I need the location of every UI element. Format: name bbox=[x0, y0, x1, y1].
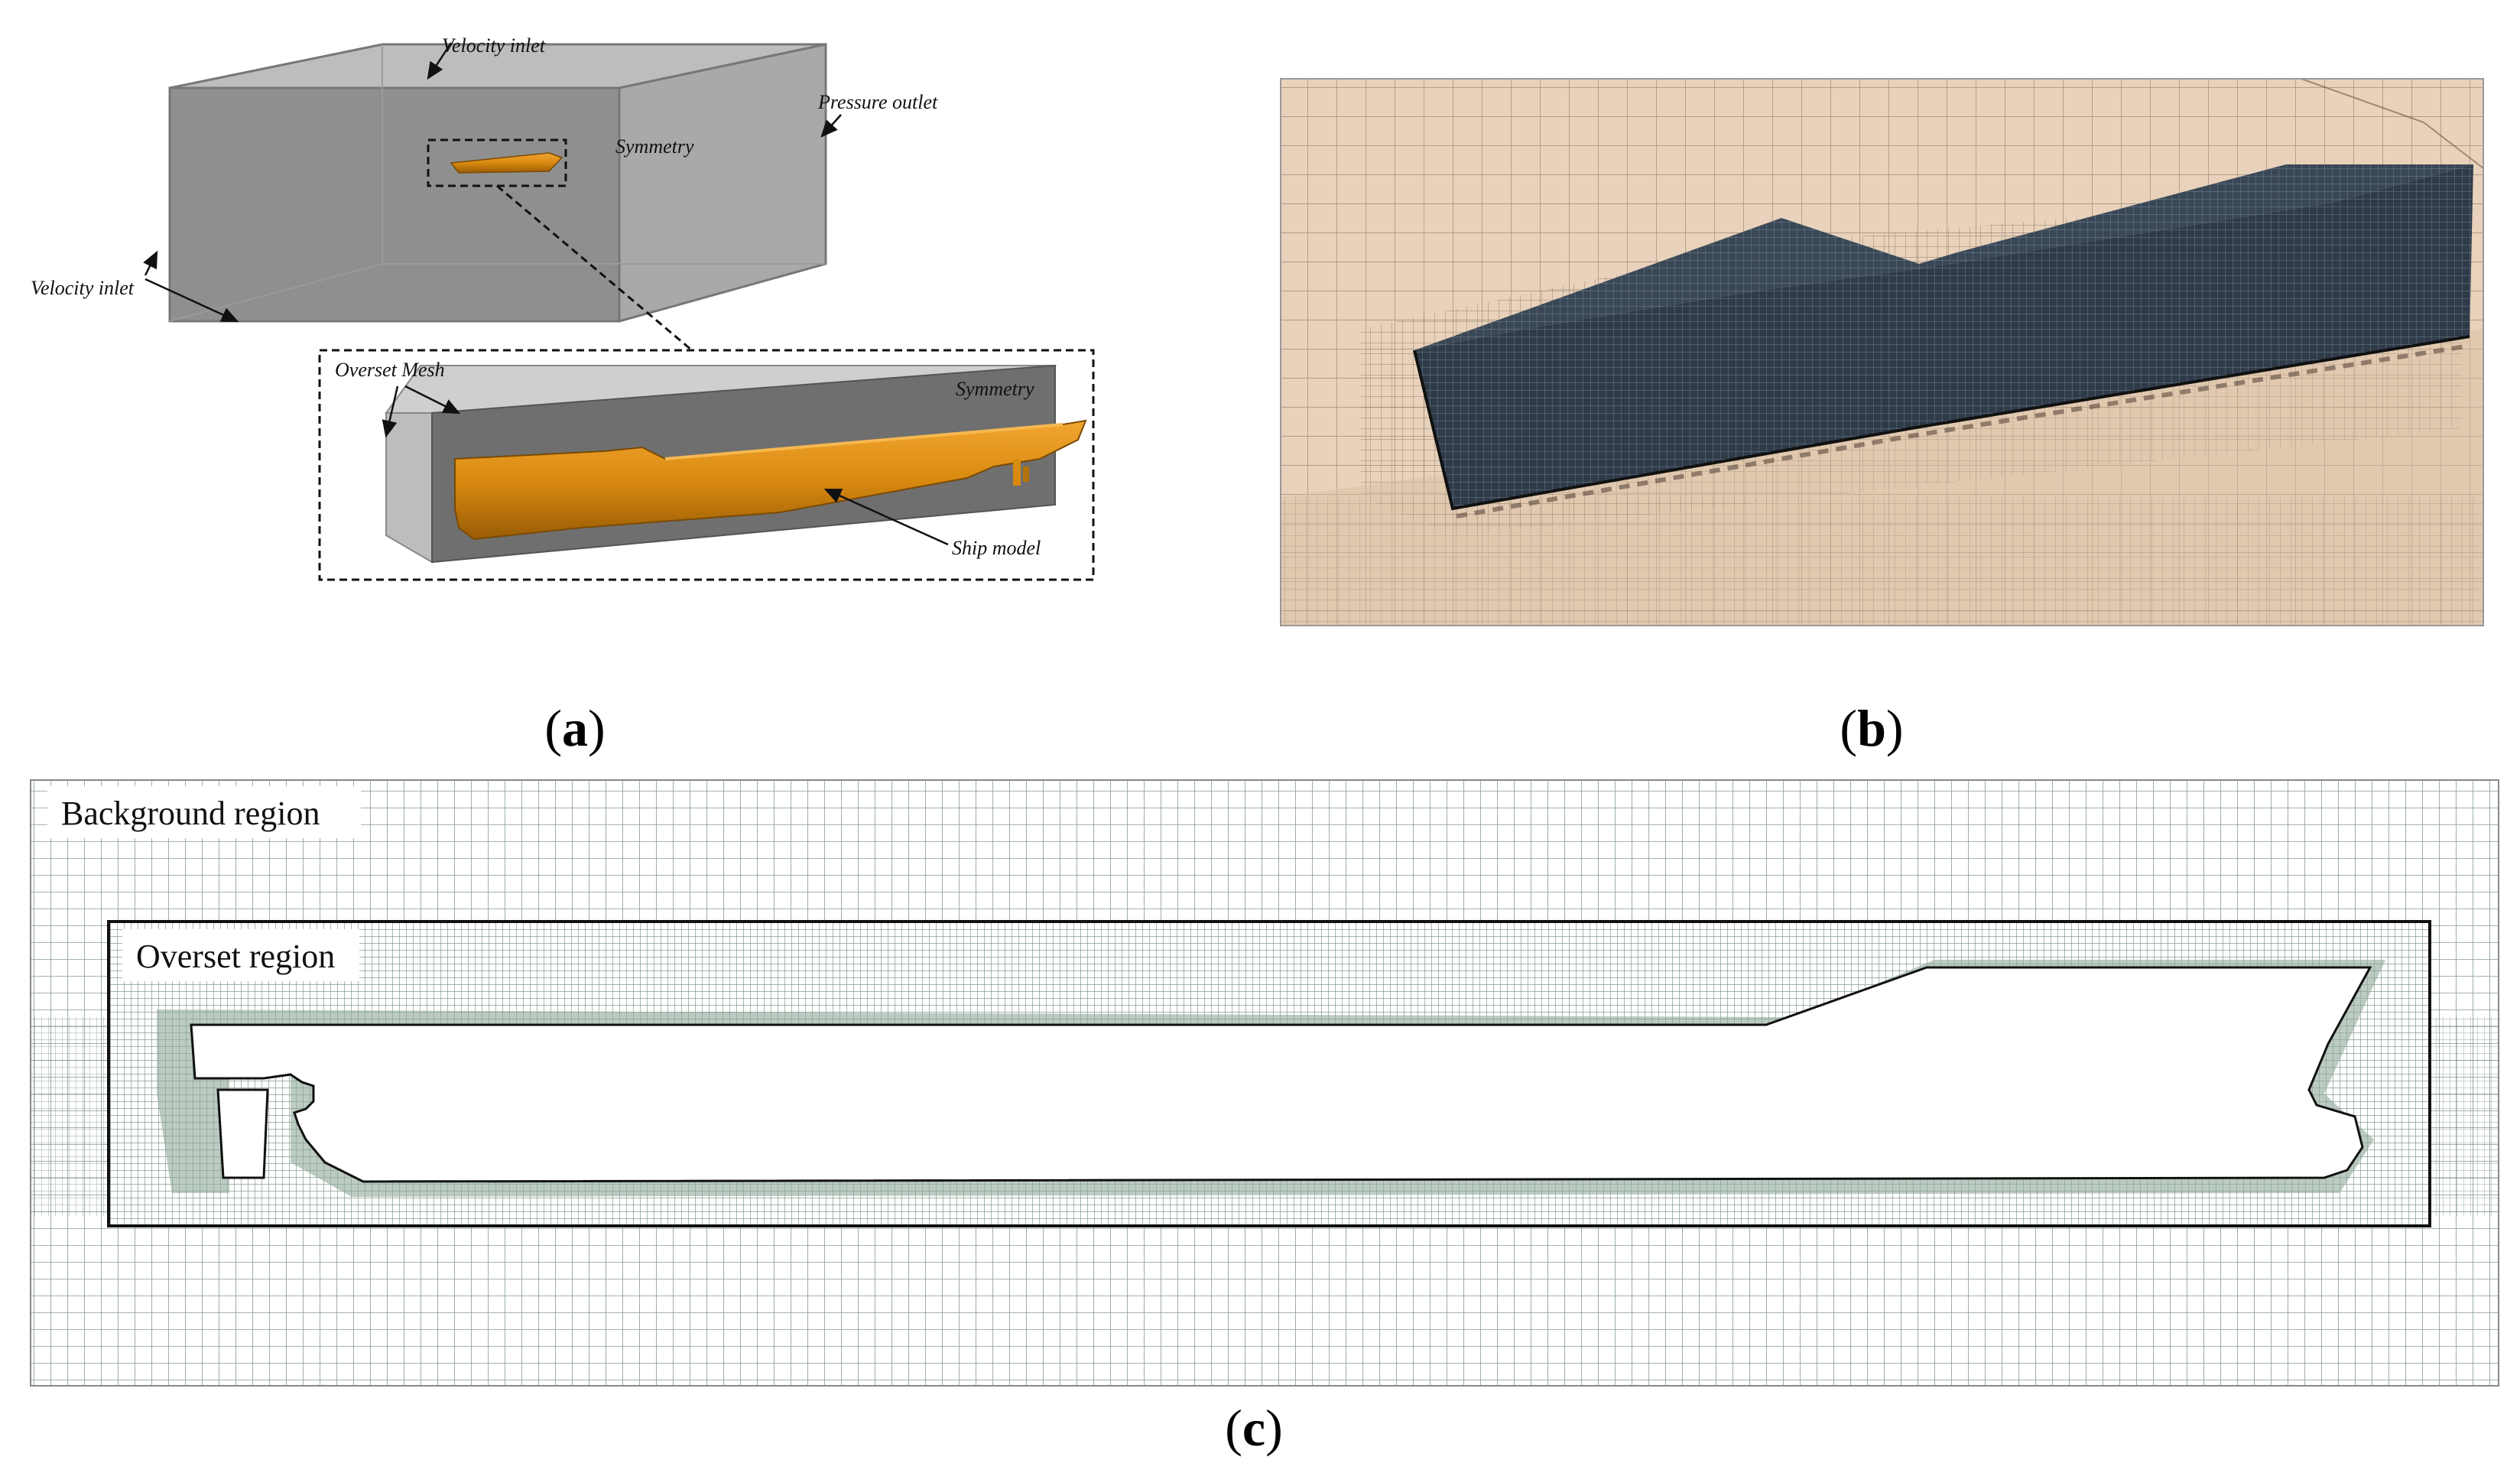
inset-rudder bbox=[1013, 459, 1021, 486]
caption-a: (a) bbox=[544, 699, 605, 757]
panel-b: (b) bbox=[1280, 78, 2484, 757]
overset-mesh-label: Overset Mesh bbox=[335, 359, 445, 381]
overset-region-boundary bbox=[107, 920, 2431, 1227]
inset-dashed-frame bbox=[318, 349, 1095, 581]
hull-silhouette bbox=[190, 966, 2372, 1183]
panel-a: Velocity inlet Pressure outlet Symmetry … bbox=[31, 34, 1095, 757]
pressure-outlet-label: Pressure outlet bbox=[817, 91, 938, 113]
small-ship-hull bbox=[450, 152, 563, 174]
rudder bbox=[216, 1088, 269, 1179]
symmetry-inset-label: Symmetry bbox=[956, 378, 1034, 400]
overset-box-left bbox=[385, 412, 433, 564]
background-region-label: Background region bbox=[61, 795, 320, 832]
caption-b: (b) bbox=[1840, 699, 1903, 757]
ship-model-label: Ship model bbox=[952, 537, 1041, 559]
velocity-inlet-top-label: Velocity inlet bbox=[442, 34, 546, 57]
velocity-inlet-left-label: Velocity inlet bbox=[31, 277, 135, 299]
domain-right-face bbox=[618, 43, 827, 323]
caption-c: (c) bbox=[1225, 1399, 1283, 1457]
domain-front-face bbox=[168, 86, 621, 323]
overset-region-label: Overset region bbox=[136, 938, 335, 975]
panel-c: Background region Overset region (c) bbox=[30, 779, 2499, 1457]
symmetry-main-label: Symmetry bbox=[615, 135, 694, 158]
inset-propeller bbox=[1023, 467, 1029, 482]
